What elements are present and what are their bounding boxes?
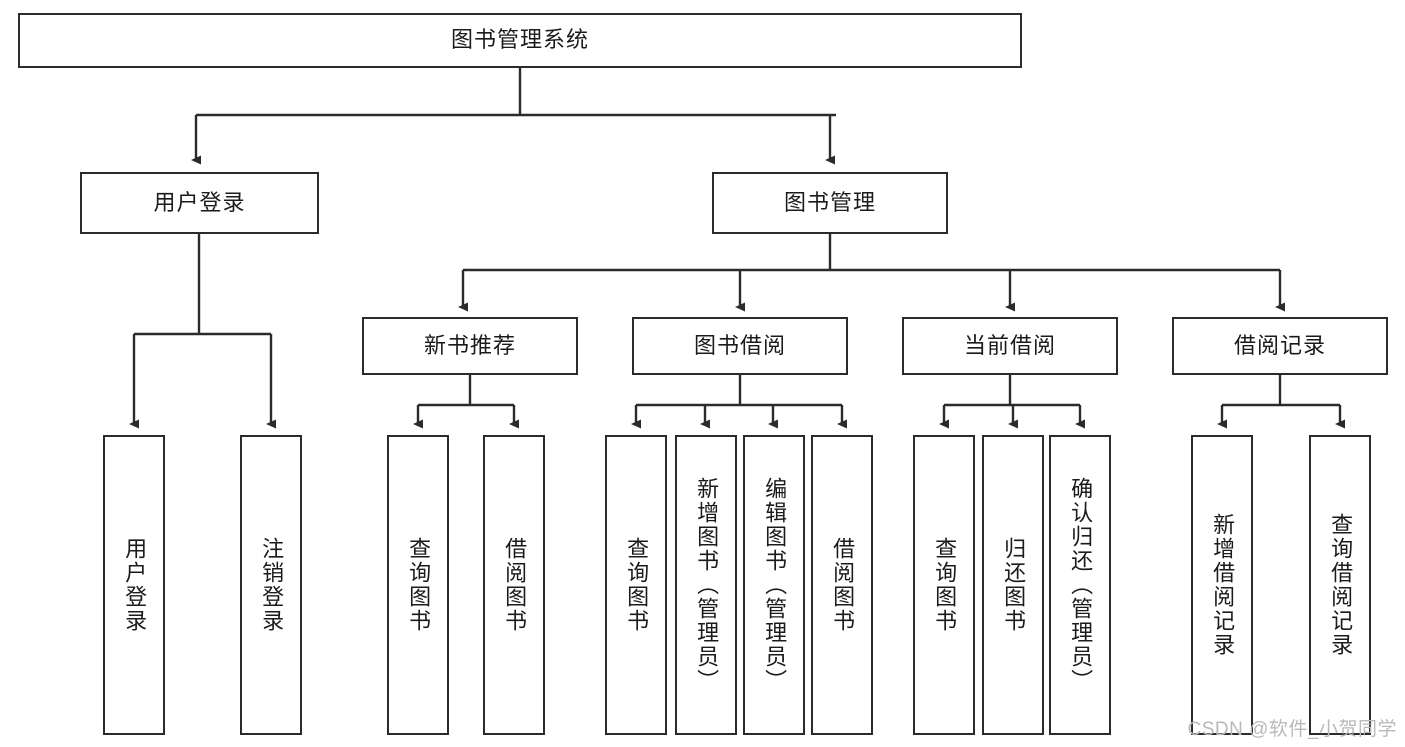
node-new-book-recommend[interactable]: 新书推荐 (362, 317, 578, 375)
leaf-user-login-logout[interactable]: 注销登录 (240, 435, 302, 735)
node-label: 借阅图书 (502, 537, 528, 633)
node-label: 新增借阅记录 (1210, 513, 1236, 657)
node-label: 当前借阅 (963, 332, 1056, 358)
node-current-borrow[interactable]: 当前借阅 (902, 317, 1118, 375)
node-borrow-record[interactable]: 借阅记录 (1172, 317, 1388, 375)
node-root-book-management-system[interactable]: 图书管理系统 (18, 13, 1022, 68)
node-label: 查询借阅记录 (1328, 513, 1354, 657)
node-label: 归还图书 (1001, 537, 1027, 633)
node-book-management[interactable]: 图书管理 (712, 172, 948, 234)
leaf-book-borrow-edit-book-admin[interactable]: 编辑图书（管理员） (743, 435, 805, 735)
node-label: 图书管理系统 (450, 27, 589, 53)
node-user-login[interactable]: 用户登录 (80, 172, 319, 234)
leaf-book-borrow-add-book-admin[interactable]: 新增图书（管理员） (675, 435, 737, 735)
leaf-user-login-login[interactable]: 用户登录 (103, 435, 165, 735)
node-label: 借阅图书 (830, 537, 856, 633)
leaf-book-borrow-query-book[interactable]: 查询图书 (605, 435, 667, 735)
leaf-new-book-borrow-book[interactable]: 借阅图书 (483, 435, 545, 735)
node-label: 编辑图书（管理员） (762, 477, 788, 693)
node-label: 新增图书（管理员） (694, 477, 720, 693)
leaf-current-borrow-return-book[interactable]: 归还图书 (982, 435, 1044, 735)
node-label: 用户登录 (153, 189, 246, 215)
node-label: 借阅记录 (1233, 332, 1326, 358)
leaf-book-borrow-borrow-book[interactable]: 借阅图书 (811, 435, 873, 735)
node-label: 用户登录 (122, 537, 148, 633)
leaf-borrow-record-add-record[interactable]: 新增借阅记录 (1191, 435, 1253, 735)
node-label: 图书管理 (783, 189, 876, 215)
leaf-current-borrow-query-book[interactable]: 查询图书 (913, 435, 975, 735)
node-label: 新书推荐 (423, 332, 516, 358)
leaf-borrow-record-query-record[interactable]: 查询借阅记录 (1309, 435, 1371, 735)
node-book-borrow[interactable]: 图书借阅 (632, 317, 848, 375)
node-label: 查询图书 (624, 537, 650, 633)
node-label: 确认归还（管理员） (1068, 477, 1094, 693)
node-label: 注销登录 (259, 537, 285, 633)
node-label: 查询图书 (406, 537, 432, 633)
leaf-current-borrow-confirm-return-admin[interactable]: 确认归还（管理员） (1049, 435, 1111, 735)
leaf-new-book-query-book[interactable]: 查询图书 (387, 435, 449, 735)
csdn-watermark: CSDN @软件_小贺同学 (1187, 719, 1397, 740)
node-label: 图书借阅 (693, 332, 786, 358)
node-label: 查询图书 (932, 537, 958, 633)
